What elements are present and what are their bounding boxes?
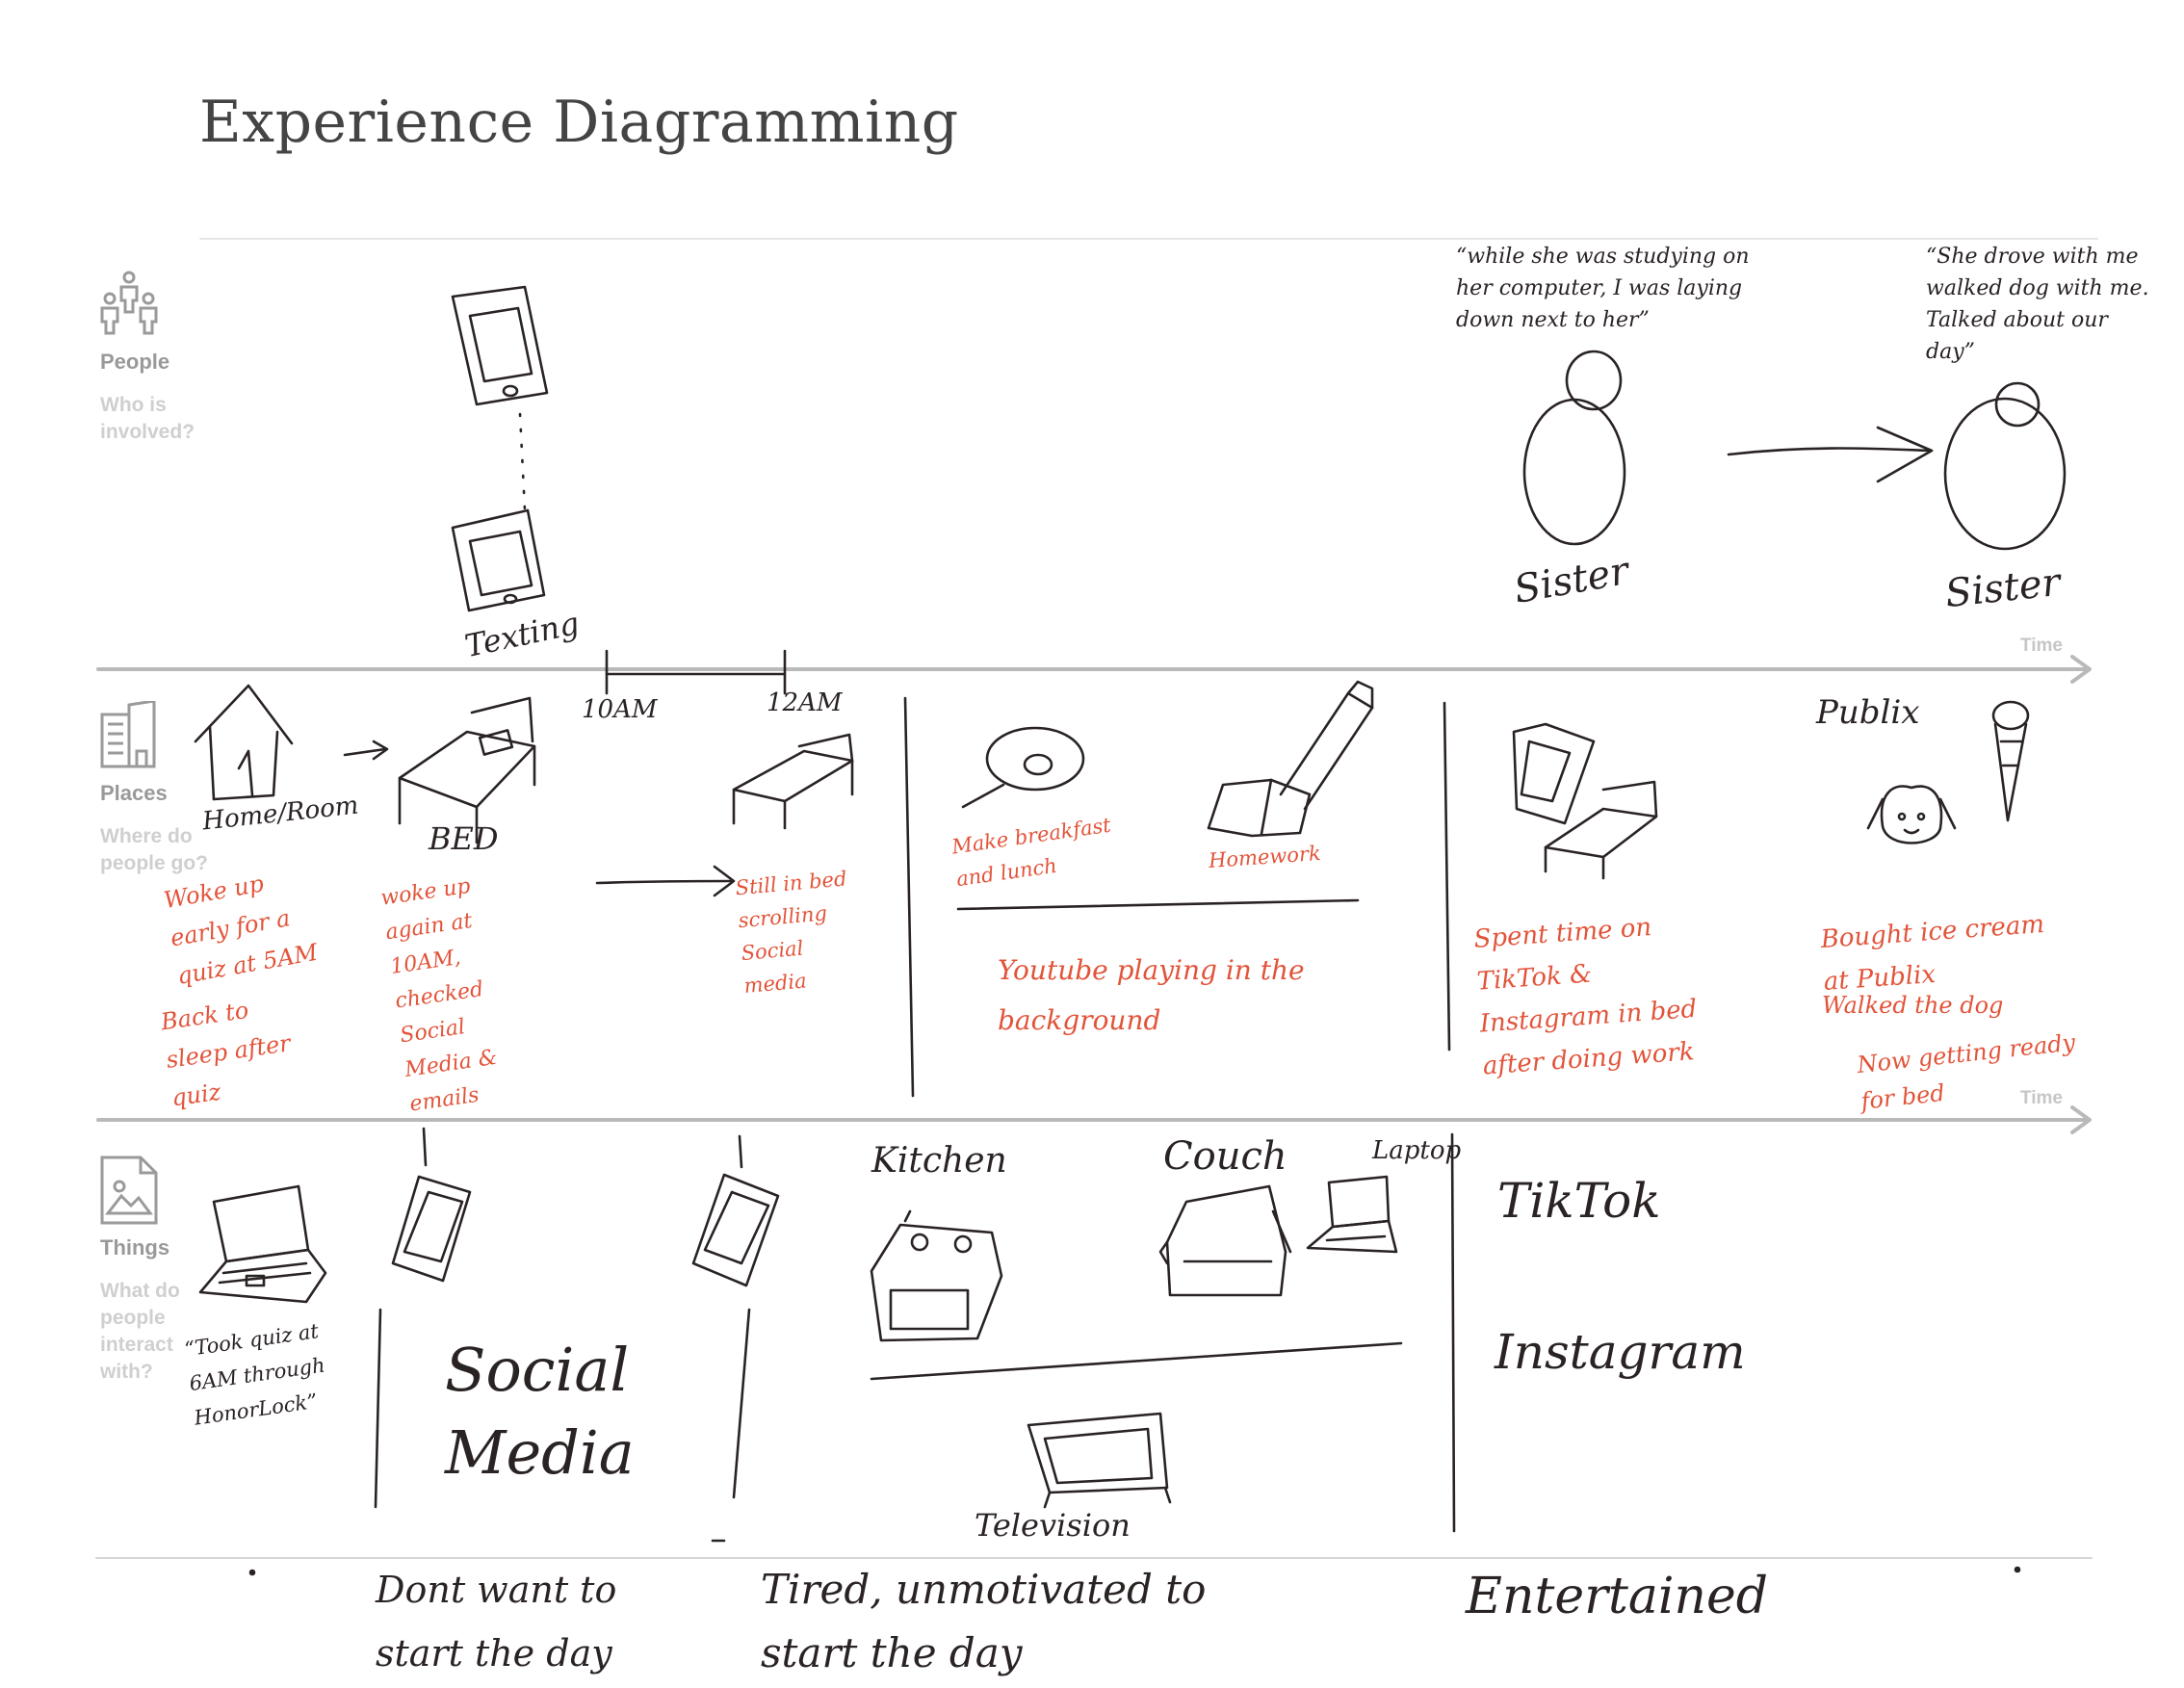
phone-sketch-bottom <box>453 510 544 610</box>
column-divider-2 <box>1444 703 1449 1050</box>
feeling-1: Dont want to start the day <box>376 1558 626 1685</box>
feeling-2: Tired, unmotivated to start the day <box>761 1558 1223 1685</box>
phone-sketch-things-2 <box>693 1175 778 1285</box>
quote-sister-1: “while she was studying on her computer,… <box>1456 241 1774 336</box>
note-walked-dog: Walked the dog <box>1822 992 2003 1019</box>
laptop-label: Laptop <box>1372 1136 1461 1165</box>
bed-label: BED <box>429 820 499 857</box>
kitchen-label: Kitchen <box>871 1141 1007 1181</box>
note-ice-cream: Bought ice cream at Publix <box>1819 901 2075 1003</box>
social-media-label: Social Media <box>445 1329 686 1494</box>
quiz-note: “Took quiz at 6AM through HonorLock” <box>182 1311 349 1435</box>
time-bracket <box>607 651 785 693</box>
note-back-to-sleep: Back to sleep after quiz <box>158 981 326 1117</box>
note-youtube: Youtube playing in the background <box>998 946 1344 1046</box>
house-sketch <box>195 686 292 799</box>
homework-sketch <box>1209 682 1372 836</box>
arrow-bed-to-bed <box>597 881 732 883</box>
time-label-12am: 12AM <box>767 688 842 717</box>
timeline-arrow-1 <box>98 657 2090 682</box>
phone-sketch-things-1 <box>393 1177 470 1281</box>
row-divider-things <box>871 1343 1401 1379</box>
note-still-in-bed: Still in bed scrolling Social media <box>734 862 860 1002</box>
dog-sketch <box>1868 787 1955 844</box>
couch-label: Couch <box>1163 1134 1287 1179</box>
laptop-sketch-1 <box>200 1186 325 1302</box>
sister-figure-2 <box>1945 383 2065 549</box>
phone-bed-sketch <box>1514 724 1656 878</box>
quote-sister-2: “She drove with me walked dog with me. T… <box>1926 241 2157 368</box>
bed-sketch-2 <box>734 735 852 828</box>
ice-cream-sketch <box>1993 702 2028 820</box>
instagram-label: Instagram <box>1495 1324 1746 1380</box>
frying-pan-sketch <box>963 728 1083 807</box>
row-divider-places <box>958 900 1358 909</box>
sister-arrow <box>1729 428 1932 481</box>
feeling-3: Entertained <box>1466 1568 1768 1625</box>
note-tiktok-instagram: Spent time on TikTok & Instagram in bed … <box>1472 901 1725 1087</box>
sister-figure-1 <box>1524 351 1625 544</box>
column-divider-1 <box>905 698 913 1096</box>
tiktok-label: TikTok <box>1497 1173 1661 1229</box>
laptop-sketch-2 <box>1308 1177 1396 1252</box>
couch-sketch <box>1160 1186 1290 1295</box>
time-label-10am: 10AM <box>582 695 657 724</box>
dotted-connector <box>520 414 525 510</box>
television-sketch <box>1028 1414 1170 1507</box>
phone-sketch-top <box>453 287 547 404</box>
timeline-arrow-2 <box>98 1107 2090 1132</box>
stove-sketch <box>871 1211 1001 1340</box>
television-label: Television <box>975 1507 1131 1544</box>
publix-label: Publix <box>1816 693 1919 732</box>
